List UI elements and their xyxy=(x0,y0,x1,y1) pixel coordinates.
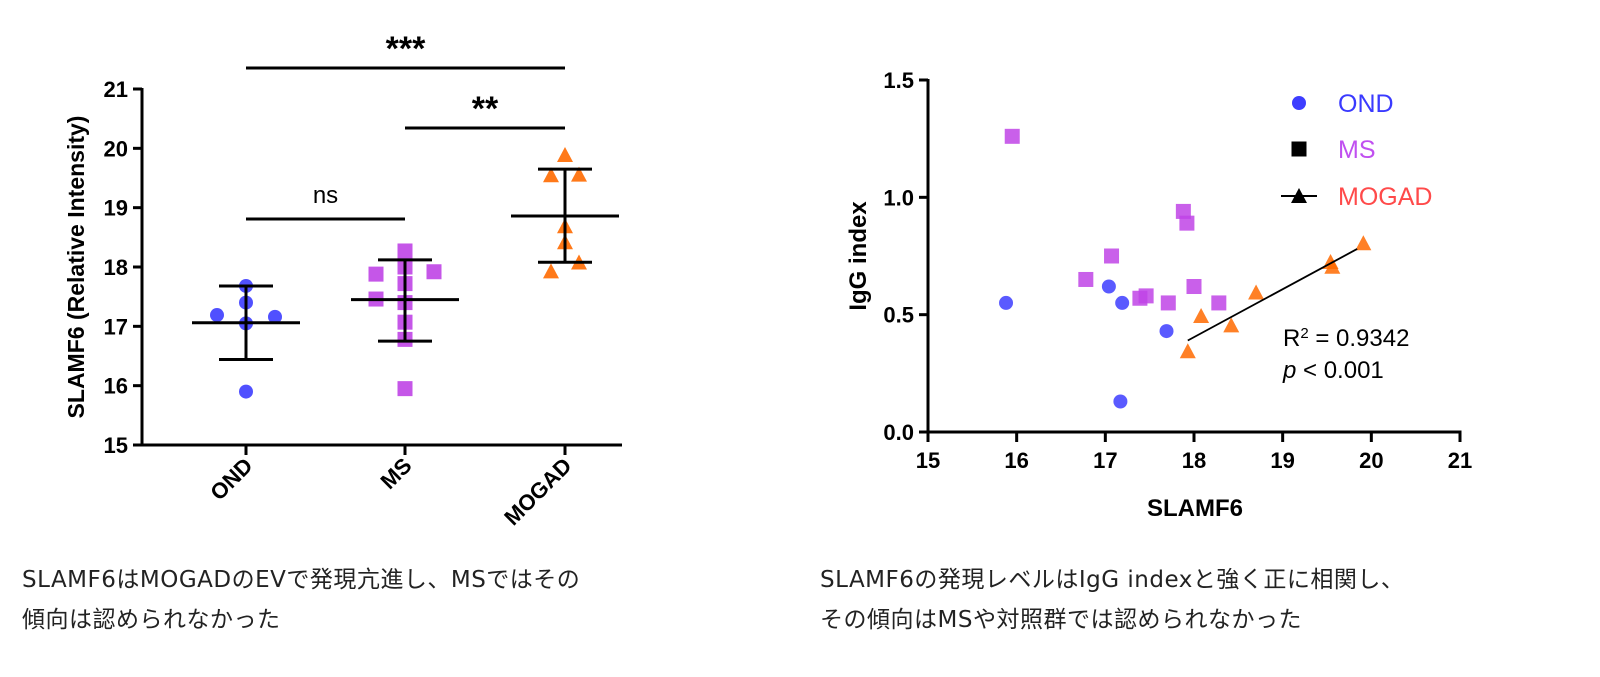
data-point-ond xyxy=(239,384,253,399)
data-point-mogad xyxy=(1179,343,1196,359)
data-point-ms xyxy=(1004,128,1020,144)
data-point-ms xyxy=(1211,295,1227,311)
x-tick-label: 20 xyxy=(1359,448,1383,473)
y-tick-label: 1.0 xyxy=(883,185,914,210)
y-tick-label: 20 xyxy=(104,136,128,161)
y-tick-label: 0.0 xyxy=(883,420,914,445)
y-tick-label: 0.5 xyxy=(883,303,914,328)
data-point-ond xyxy=(1115,295,1130,310)
data-point-ond xyxy=(1101,279,1116,294)
caption-right-line1: SLAMF6の発現レベルはIgG indexと強く正に相関し、 xyxy=(820,567,1405,593)
data-point-ond xyxy=(999,295,1014,310)
y-tick-label: 21 xyxy=(104,77,128,102)
x-tick-label: 21 xyxy=(1448,448,1472,473)
data-point-ond xyxy=(1113,394,1128,409)
r2-superscript: 2 xyxy=(1300,325,1308,342)
data-point-ms xyxy=(1175,203,1191,219)
caption-right: SLAMF6の発現レベルはIgG indexと強く正に相関し、 その傾向はMSや… xyxy=(820,560,1580,640)
legend-label-ond: OND xyxy=(1338,90,1394,118)
data-point-mogad xyxy=(571,166,587,182)
caption-right-line2: その傾向はMSや対照群では認められなかった xyxy=(820,607,1302,633)
data-point-ms xyxy=(397,381,413,397)
data-point-mogad xyxy=(1355,235,1372,251)
data-point-mogad xyxy=(1248,284,1265,300)
legend-marker-mogad xyxy=(1291,188,1307,203)
p-letter: p xyxy=(1282,357,1296,384)
data-point-ms xyxy=(1160,295,1176,311)
significance-label: ns xyxy=(313,182,338,209)
y-axis-title: SLAMF6 (Relative Intensity) xyxy=(63,116,89,419)
data-point-mogad xyxy=(557,147,573,163)
legend-marker-ond xyxy=(1292,96,1306,110)
r2-value: = 0.9342 xyxy=(1309,325,1410,352)
y-tick-label: 15 xyxy=(104,433,128,458)
data-point-ond xyxy=(268,309,282,324)
data-point-ms xyxy=(1179,215,1195,231)
x-axis-title: SLAMF6 xyxy=(1147,495,1243,522)
r-squared-label: R2 = 0.9342 xyxy=(1283,325,1409,353)
data-point-ms xyxy=(397,243,413,259)
caption-left-line2: 傾向は認められなかった xyxy=(22,607,281,633)
legend-marker-ms xyxy=(1291,141,1307,157)
y-tick-label: 18 xyxy=(104,255,128,280)
data-point-mogad xyxy=(543,167,559,183)
x-tick-label-mogad: MOGAD xyxy=(499,453,576,530)
regression-line xyxy=(1187,248,1358,342)
x-tick-label-ond: OND xyxy=(205,453,257,505)
data-point-mogad xyxy=(1193,308,1210,324)
significance-label: *** xyxy=(386,30,426,68)
legend-label-ms: MS xyxy=(1338,136,1376,164)
x-tick-label: 19 xyxy=(1270,448,1294,473)
x-tick-label: 18 xyxy=(1182,448,1206,473)
data-point-ond xyxy=(210,308,224,323)
data-point-ms xyxy=(1078,271,1094,287)
y-axis-title: IgG index xyxy=(845,201,872,311)
p-value: < 0.001 xyxy=(1296,357,1383,384)
data-point-ms xyxy=(1104,248,1120,264)
data-point-mogad xyxy=(543,263,559,279)
data-point-ond xyxy=(1159,324,1174,339)
caption-left-line1: SLAMF6はMOGADのEVで発現亢進し、MSではその xyxy=(22,567,581,593)
y-tick-label: 16 xyxy=(104,374,128,399)
data-point-ms xyxy=(1186,279,1202,295)
legend-label-mogad: MOGAD xyxy=(1338,183,1432,211)
r2-letter: R xyxy=(1283,325,1300,352)
x-tick-label: 15 xyxy=(916,448,940,473)
data-point-ms xyxy=(426,264,442,280)
caption-left: SLAMF6はMOGADのEVで発現亢進し、MSではその 傾向は認められなかった xyxy=(22,560,742,640)
data-point-mogad xyxy=(1223,317,1240,333)
x-tick-label: 17 xyxy=(1093,448,1117,473)
significance-label: ** xyxy=(472,90,499,128)
p-value-label: p < 0.001 xyxy=(1282,357,1384,384)
y-tick-label: 1.5 xyxy=(883,68,914,93)
data-point-ms xyxy=(368,266,384,282)
y-tick-label: 19 xyxy=(104,196,128,221)
data-point-ms xyxy=(1138,288,1154,304)
data-point-mogad xyxy=(1324,258,1341,274)
x-tick-label: 16 xyxy=(1004,448,1028,473)
y-tick-label: 17 xyxy=(104,314,128,339)
x-tick-label-ms: MS xyxy=(376,453,417,494)
